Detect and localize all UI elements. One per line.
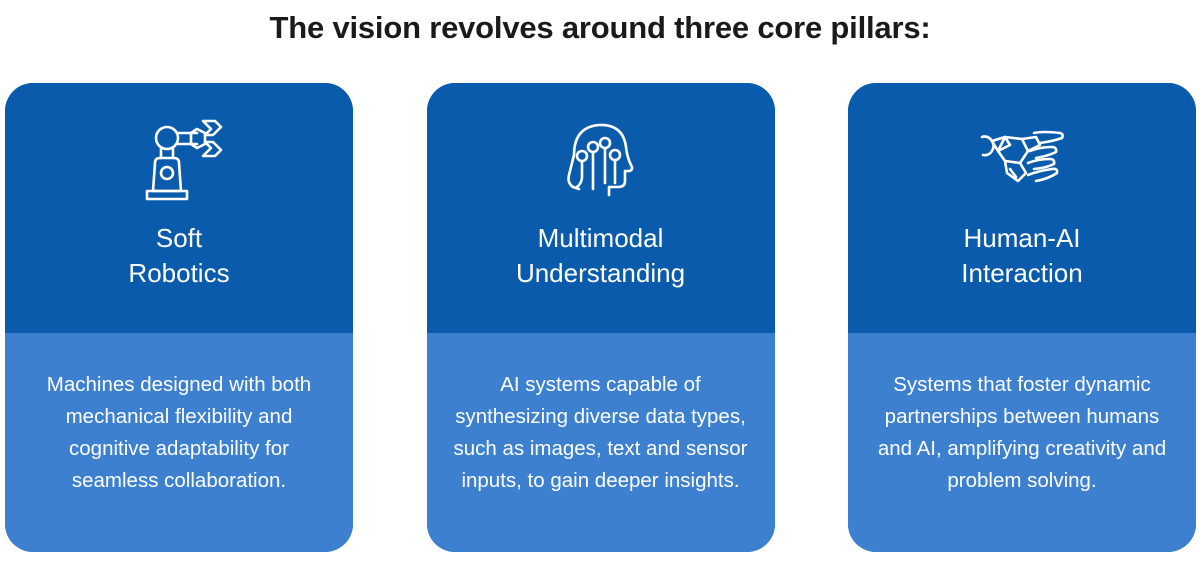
card-heading-soft-robotics: Soft Robotics bbox=[128, 223, 230, 288]
card-body-wrap-multimodal-understanding: AI systems capable of synthesizing diver… bbox=[426, 333, 775, 552]
card-description-human-ai-interaction: Systems that foster dynamic partnerships… bbox=[877, 373, 1167, 492]
robot-human-handshake-icon bbox=[974, 111, 1070, 207]
card-body-wrap-human-ai-interaction: Systems that foster dynamic partnerships… bbox=[848, 333, 1196, 552]
card-body-wrap-soft-robotics: Machines designed with both mechanical f… bbox=[5, 333, 353, 552]
card-heading-multimodal-understanding: Multimodal Understanding bbox=[515, 223, 686, 288]
card-header-soft-robotics: Soft Robotics bbox=[5, 83, 353, 333]
robot-arm-icon bbox=[131, 111, 227, 207]
card-header-multimodal-understanding: Multimodal Understanding bbox=[426, 83, 775, 333]
pillar-card-multimodal-understanding[interactable]: Multimodal Understanding AI systems capa… bbox=[426, 83, 775, 552]
pillar-card-soft-robotics[interactable]: Soft Robotics Machines designed with bot… bbox=[5, 83, 353, 552]
card-description-soft-robotics: Machines designed with both mechanical f… bbox=[46, 373, 312, 492]
card-header-human-ai-interaction: Human-AI Interaction bbox=[848, 83, 1196, 333]
pillar-card-human-ai-interaction[interactable]: Human-AI Interaction Systems that foster… bbox=[848, 83, 1196, 552]
card-description-multimodal-understanding: AI systems capable of synthesizing diver… bbox=[453, 373, 748, 492]
page-title: The vision revolves around three core pi… bbox=[269, 10, 931, 45]
ai-head-circuit-icon bbox=[553, 111, 649, 207]
pillar-cards-row: Soft Robotics Machines designed with bot… bbox=[5, 83, 1196, 552]
card-heading-human-ai-interaction: Human-AI Interaction bbox=[961, 223, 1083, 288]
